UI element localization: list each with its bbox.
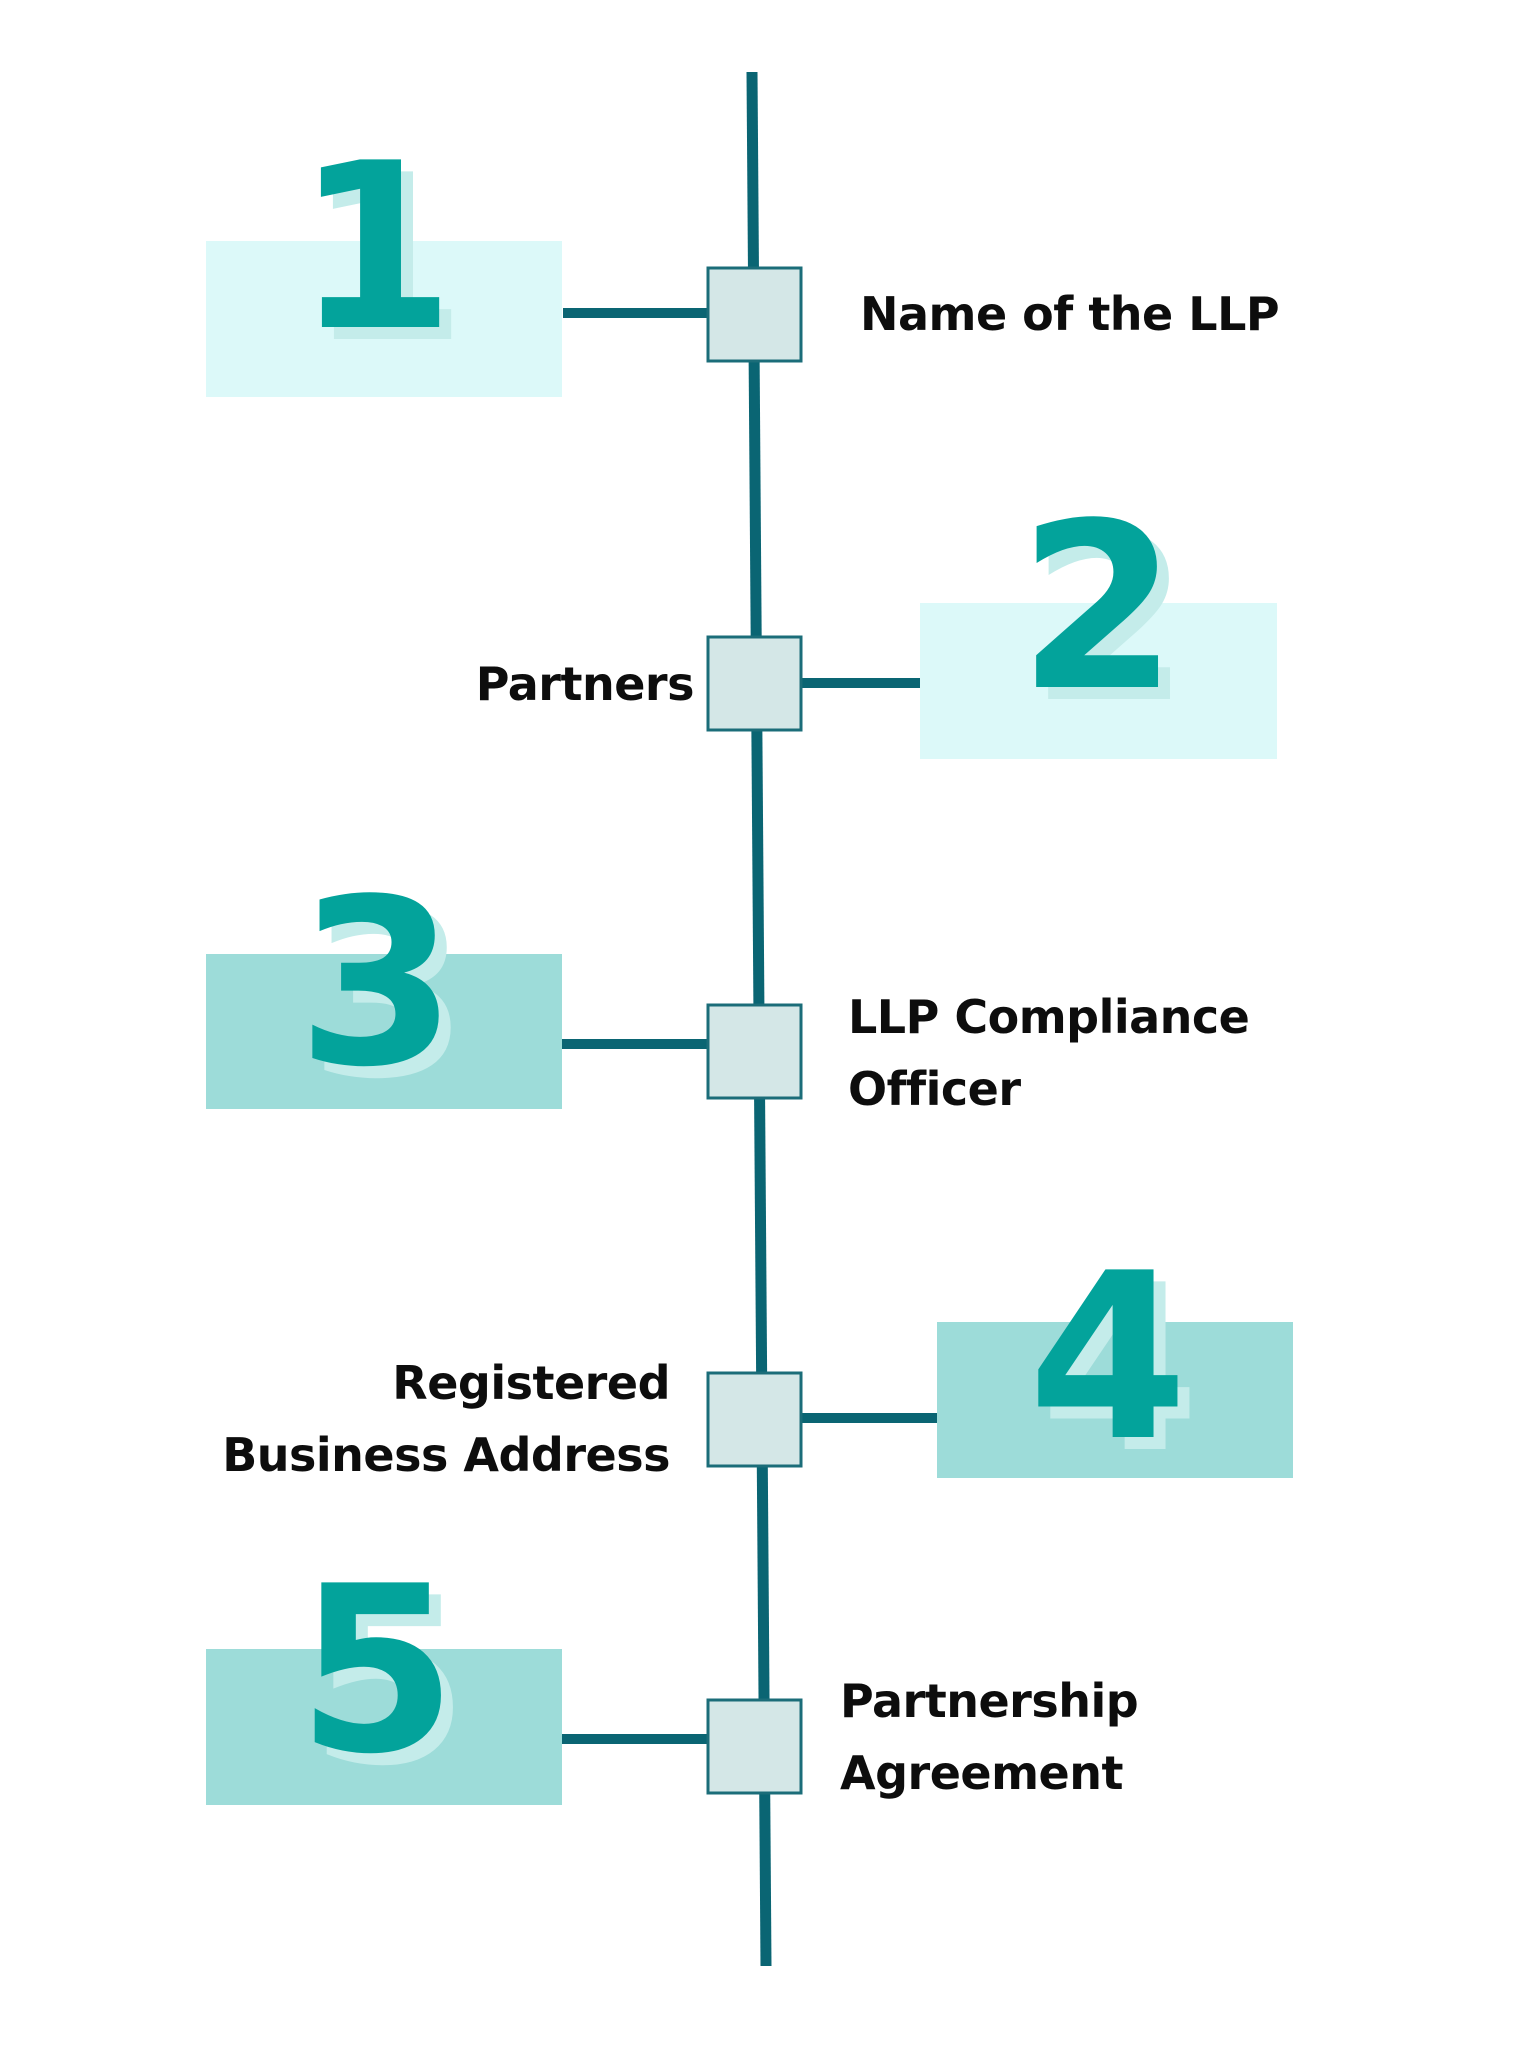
step-label-line: Officer bbox=[848, 1062, 1021, 1116]
timeline-step-5: 55 bbox=[206, 1538, 803, 1817]
step-label-line: Registered bbox=[392, 1356, 670, 1410]
timeline-node bbox=[706, 1698, 803, 1795]
step-number: 3 bbox=[297, 851, 457, 1118]
step-number: 4 bbox=[1028, 1225, 1188, 1492]
step-number-shadow: 1 bbox=[307, 127, 467, 394]
step-number-box bbox=[206, 1649, 562, 1805]
step-number-box bbox=[206, 954, 562, 1109]
step-number: 5 bbox=[297, 1538, 457, 1805]
step-label-line: Business Address bbox=[222, 1428, 670, 1482]
step-label-line: Partners bbox=[475, 657, 695, 711]
step-number-box bbox=[206, 241, 562, 397]
step-label-1: Name of the LLP bbox=[860, 278, 1280, 350]
step-label-2: Partners bbox=[434, 648, 695, 720]
timeline-step-3: 33 bbox=[206, 851, 803, 1130]
step-label-line: Agreement bbox=[840, 1746, 1123, 1800]
step-label-line: Name of the LLP bbox=[860, 287, 1280, 341]
timeline-node bbox=[706, 1003, 803, 1100]
step-number: 1 bbox=[295, 115, 455, 382]
timeline-node bbox=[706, 266, 803, 363]
step-number-shadow: 5 bbox=[309, 1550, 469, 1817]
step-number-box bbox=[920, 603, 1277, 759]
step-number-shadow: 3 bbox=[309, 863, 469, 1130]
step-number-shadow: 2 bbox=[1030, 487, 1190, 754]
step-number-box bbox=[937, 1322, 1293, 1478]
step-number-shadow: 4 bbox=[1040, 1237, 1200, 1504]
step-label-line: LLP Compliance bbox=[848, 990, 1250, 1044]
timeline-node bbox=[706, 635, 803, 732]
timeline-step-2: 22 bbox=[706, 475, 1277, 759]
timeline-step-4: 44 bbox=[706, 1225, 1293, 1504]
step-label-line: Partnership bbox=[840, 1674, 1139, 1728]
step-number: 2 bbox=[1018, 475, 1178, 742]
timeline-node bbox=[706, 1371, 803, 1468]
timeline-step-1: 11 bbox=[206, 115, 803, 397]
